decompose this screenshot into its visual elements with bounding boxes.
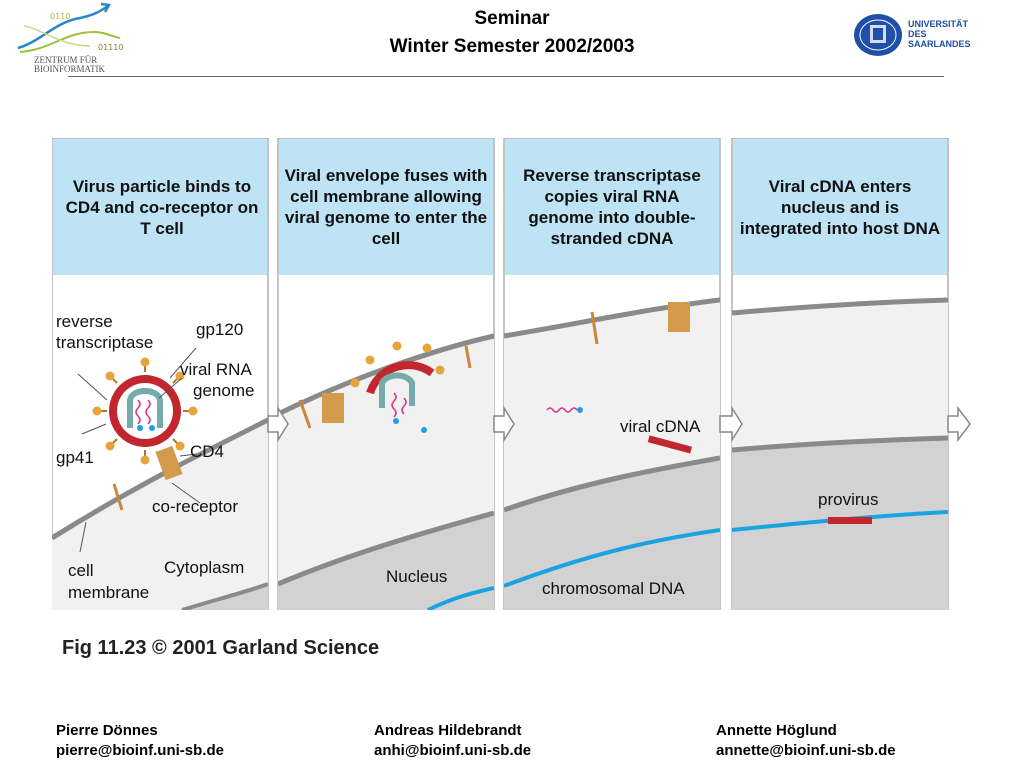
zentrum-bioinformatik-logo: 0110 01110 ZENTRUM FÜR BIOINFORMATIK [10,2,140,74]
label-viral-cdna: viral cDNA [620,417,701,436]
label-viral-rna: viral RNA [180,360,252,379]
author-3-email: annette@bioinf.uni-sb.de [716,742,896,759]
label-reverse: reverse [56,312,113,331]
author-1: Pierre Dönnes pierre@bioinf.uni-sb.de [56,721,224,761]
uni-name-line3: SAARLANDES [908,39,971,49]
logo-left-line2: BIOINFORMATIK [34,64,106,74]
label-gp120: gp120 [196,320,244,339]
label-genome: genome [193,381,255,400]
page-title: Seminar [474,8,550,29]
header-divider [68,76,944,77]
panel-3-title: Reverse transcriptase copies viral RNA g… [523,166,701,248]
author-1-email: pierre@bioinf.uni-sb.de [56,742,224,759]
label-co-receptor: co-receptor [152,497,238,516]
panel-1-title: Virus particle binds to CD4 and co-recep… [65,176,259,238]
figure-caption: Fig 11.23 © 2001 Garland Science [62,637,380,659]
panel-2-title: Viral envelope fuses with cell membrane … [284,166,488,248]
page-subtitle: Winter Semester 2002/2003 [389,36,635,57]
label-cd4: CD4 [190,442,225,461]
hiv-infection-figure [52,138,971,610]
label-gp41: gp41 [56,448,94,467]
author-3-name: Annette Höglund [716,722,837,739]
label-provirus: provirus [818,490,879,509]
label-chromosomal-dna: chromosomal DNA [542,579,685,598]
label-cell: cell [68,561,94,580]
author-2-email: anhi@bioinf.uni-sb.de [374,742,532,759]
label-cytoplasm: Cytoplasm [164,558,245,577]
logo-left-line1: ZENTRUM FÜR [34,55,98,65]
svg-text:0110: 0110 [50,12,70,21]
author-2: Andreas Hildebrandt anhi@bioinf.uni-sb.d… [374,721,531,761]
label-membrane: membrane [68,583,150,602]
uni-name-line1: UNIVERSITÄT [908,19,969,29]
label-transcriptase: transcriptase [56,333,154,352]
saarland-university-logo [852,12,992,60]
author-3: Annette Höglund annette@bioinf.uni-sb.de [716,721,896,761]
author-1-name: Pierre Dönnes [56,722,158,739]
panel-4-title: Viral cDNA enters nucleus and is integra… [739,176,941,238]
uni-name-line2: DES [908,29,927,39]
author-2-name: Andreas Hildebrandt [374,722,522,739]
label-nucleus: Nucleus [386,567,448,586]
svg-text:01110: 01110 [98,43,123,52]
